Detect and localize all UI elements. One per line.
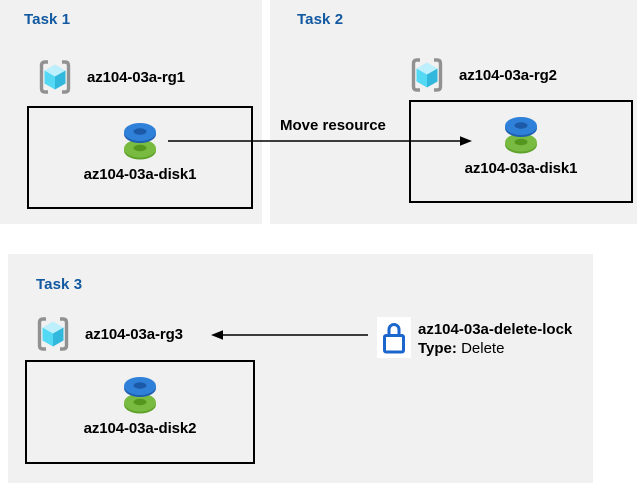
lock-name-label: az104-03a-delete-lock	[418, 321, 573, 338]
resource-group-label: az104-03a-rg3	[85, 325, 183, 343]
task2-title: Task 2	[297, 11, 344, 28]
disk-label: az104-03a-disk1	[83, 166, 197, 183]
lock-icon	[383, 323, 405, 354]
resource-group-label: az104-03a-rg2	[459, 66, 557, 84]
lock-type-value: Delete	[461, 340, 505, 357]
lock-type-line: Type: Delete	[418, 339, 572, 358]
lock-icon-box	[377, 317, 411, 358]
disk-label: az104-03a-disk1	[464, 160, 578, 177]
disk-icon	[124, 377, 156, 414]
task1-title: Task 1	[24, 11, 71, 28]
resource-group-task3: az104-03a-rg3	[33, 314, 183, 354]
move-resource-label: Move resource	[280, 117, 386, 134]
resource-group-icon	[39, 60, 71, 94]
lock-type-label: Type:	[418, 340, 457, 357]
disk-label: az104-03a-disk2	[83, 420, 197, 437]
lock-text-block: az104-03a-delete-lock Type: Delete	[418, 320, 572, 358]
resource-group-icon	[37, 317, 69, 351]
disk-icon	[124, 123, 156, 160]
task1-panel	[0, 0, 262, 224]
resource-box-task3: az104-03a-disk2	[25, 360, 255, 464]
resource-group-task1: az104-03a-rg1	[35, 57, 185, 97]
task3-title: Task 3	[36, 276, 83, 293]
resource-box-task1: az104-03a-disk1	[27, 106, 253, 209]
task2-panel	[270, 0, 637, 224]
task3-panel	[8, 254, 593, 483]
disk-icon	[505, 117, 537, 154]
resource-group-label: az104-03a-rg1	[87, 68, 185, 86]
resource-group-task2: az104-03a-rg2	[407, 55, 557, 95]
resource-group-icon	[411, 58, 443, 92]
resource-box-task2: az104-03a-disk1	[409, 100, 633, 203]
